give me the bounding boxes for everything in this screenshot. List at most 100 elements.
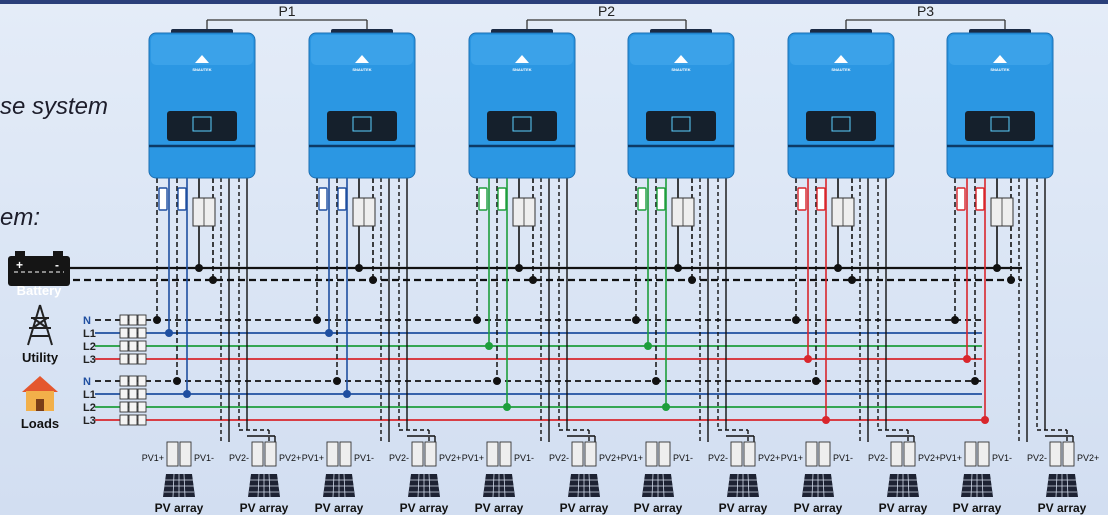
house-roof xyxy=(22,376,58,392)
house-door xyxy=(36,399,44,411)
loads-n-junction xyxy=(812,377,820,385)
utility-label-l3: L3 xyxy=(83,354,96,366)
terminal-cell xyxy=(128,388,138,400)
phase-bracket-p1 xyxy=(206,19,368,30)
pv-breaker-icon xyxy=(890,441,903,467)
phase-bracket-p2 xyxy=(526,19,687,30)
phase-label-p1: P1 xyxy=(278,3,295,19)
terminal-cell xyxy=(137,353,147,365)
terminal-cell xyxy=(137,388,147,400)
solar-panel-grid xyxy=(503,473,506,498)
solar-panel-grid xyxy=(428,473,431,498)
loads-label-n: N xyxy=(83,376,91,388)
pv-terminal-label: PV1+ xyxy=(142,453,164,463)
pv-breaker-icon xyxy=(658,441,671,467)
battery-plus: + xyxy=(16,258,23,272)
inverter-display-screen xyxy=(167,111,237,141)
brand-logo-icon xyxy=(355,55,369,63)
pv-terminal-label: PV1- xyxy=(514,453,534,463)
loads-line-junction xyxy=(662,403,670,411)
battery-junction xyxy=(369,276,377,284)
inverter-highlight xyxy=(630,35,732,65)
pv-breaker-icon xyxy=(1062,441,1075,467)
pv-terminal-label: PV2+ xyxy=(599,453,621,463)
pv-string-2 xyxy=(248,441,280,498)
top-border xyxy=(0,0,1108,4)
pv-terminal-label: PV2- xyxy=(389,453,409,463)
inverter-highlight xyxy=(151,35,253,65)
solar-panel-grid xyxy=(822,473,825,498)
solar-panel-icon xyxy=(642,473,674,498)
pv-breaker-icon xyxy=(326,441,339,467)
pv-terminal-label: PV2+ xyxy=(758,453,780,463)
terminal-cell xyxy=(128,414,138,426)
inverter-wiring-5 xyxy=(795,178,915,442)
pv-terminal-label: PV1- xyxy=(673,453,693,463)
brand-logo-icon xyxy=(195,55,209,63)
pv-string-11 xyxy=(961,441,993,498)
terminal-cell xyxy=(119,414,129,426)
solar-panel-icon xyxy=(163,473,195,498)
pv-string-12 xyxy=(1046,441,1078,498)
terminal-cell xyxy=(119,314,129,326)
loads-n-junction xyxy=(333,377,341,385)
pv-terminal-label: PV1- xyxy=(833,453,853,463)
inverter-highlight xyxy=(311,35,413,65)
breaker-icon xyxy=(797,187,807,211)
brand-logo-icon xyxy=(993,55,1007,63)
terminal-cell xyxy=(128,353,138,365)
solar-panel-icon xyxy=(483,473,515,498)
pv-breaker-icon xyxy=(571,441,584,467)
pv-array-label: PV array xyxy=(155,501,204,515)
inverter-display-screen xyxy=(487,111,557,141)
inverter-1: SNAUTEK xyxy=(148,29,256,179)
utility-label-l1: L1 xyxy=(83,328,96,340)
breaker-icon xyxy=(497,187,507,211)
loads-line-junction xyxy=(503,403,511,411)
house-icon xyxy=(22,376,58,411)
inverter-brand-label: SNAUTEK xyxy=(990,67,1009,72)
breaker-icon xyxy=(656,187,666,211)
pv-string-9 xyxy=(802,441,834,498)
battery-junction xyxy=(848,276,856,284)
pv-terminal-label: PV2- xyxy=(1027,453,1047,463)
terminal-cell xyxy=(119,401,129,413)
solar-panel-grid xyxy=(981,473,984,498)
loads-n-junction xyxy=(173,377,181,385)
transmission-tower-icon xyxy=(27,304,53,346)
pv-terminal-label: PV2- xyxy=(549,453,569,463)
inverter-wiring-4 xyxy=(635,178,755,442)
terminal-cell xyxy=(137,327,147,339)
inverter-6: SNAUTEK xyxy=(946,29,1054,179)
terminal-cell xyxy=(137,401,147,413)
loads-line-junction xyxy=(822,416,830,424)
solar-panel-grid xyxy=(970,473,973,498)
utility-n-junction xyxy=(951,316,959,324)
solar-panel-grid xyxy=(417,473,420,498)
loads-label-l1: L1 xyxy=(83,389,96,401)
pv-array-label: PV array xyxy=(240,501,289,515)
loads-label: Loads xyxy=(21,416,59,431)
loads-label-l3: L3 xyxy=(83,415,96,427)
pv-string-5 xyxy=(483,441,515,498)
pv-array-label: PV array xyxy=(794,501,843,515)
terminal-cell xyxy=(119,327,129,339)
pv-string-3 xyxy=(323,441,355,498)
inverter-highlight xyxy=(790,35,892,65)
terminal-cell xyxy=(119,388,129,400)
heading-line-2: em: xyxy=(0,204,41,231)
terminal-cell xyxy=(119,375,129,387)
solar-panel-grid xyxy=(736,473,739,498)
pv-breaker-icon xyxy=(179,441,192,467)
pv-terminal-label: PV1- xyxy=(354,453,374,463)
utility-line-junction xyxy=(485,342,493,350)
pv-terminal-label: PV1- xyxy=(194,453,214,463)
solar-panel-grid xyxy=(588,473,591,498)
inverter-wiring-6 xyxy=(954,178,1074,442)
pv-terminal-label: PV2- xyxy=(229,453,249,463)
pv-string-4 xyxy=(408,441,440,498)
utility-line-junction xyxy=(165,329,173,337)
inverter-2: SNAUTEK xyxy=(308,29,416,179)
breaker-icon xyxy=(318,187,328,211)
